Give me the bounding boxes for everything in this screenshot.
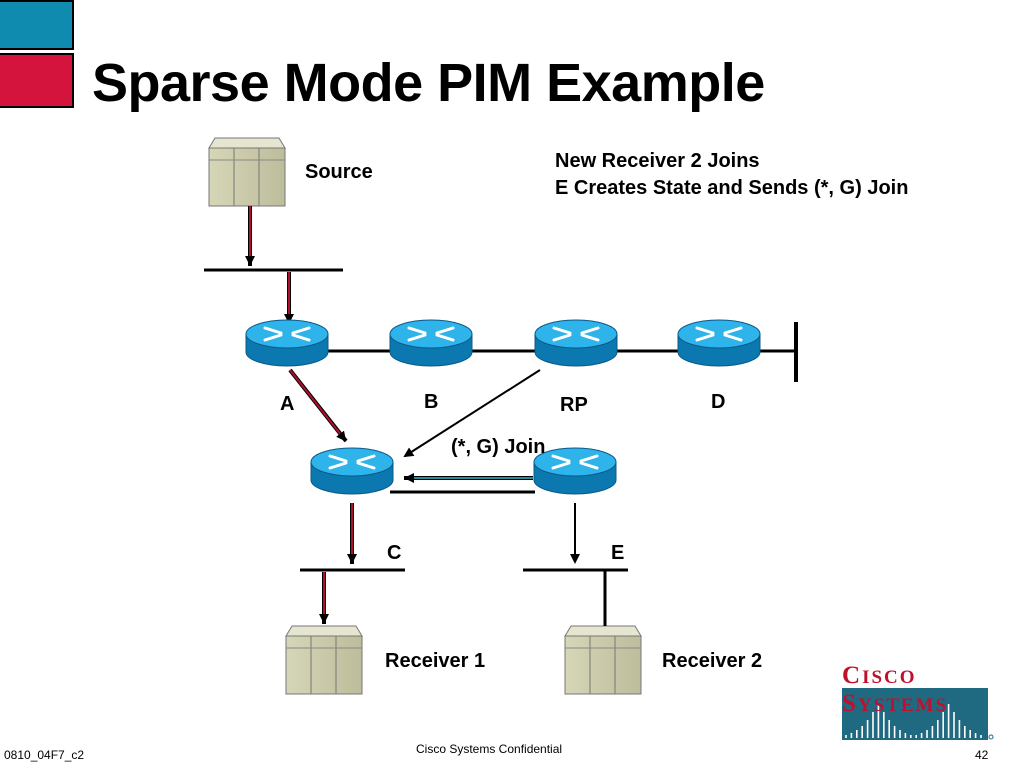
router-b-label: B: [424, 391, 439, 413]
receiver1-label: Receiver 1: [385, 650, 486, 672]
multicast-flow-arrows: [245, 206, 357, 624]
note-line2: E Creates State and Sends (*, G) Join: [555, 177, 909, 199]
receiver1-server-icon: [285, 625, 363, 695]
footer-code: 0810_04F7_c2: [4, 748, 85, 762]
router-a-label: A: [280, 393, 295, 415]
footer-page-number: 42: [975, 748, 989, 762]
router-c-icon: [310, 447, 394, 495]
rp-to-c-arrow: [403, 369, 541, 458]
receiver2-server-icon: [564, 625, 642, 695]
slide-title: Sparse Mode PIM Example: [92, 53, 765, 113]
router-d-label: D: [711, 391, 726, 413]
accent-red-square: [0, 53, 74, 108]
join-label: (*, G) Join: [451, 436, 546, 458]
router-e-icon: [533, 447, 617, 495]
cisco-logo-text: CISCO SYSTEMS: [842, 662, 949, 717]
router-d-icon: [677, 319, 761, 367]
router-c-label: C: [387, 542, 402, 564]
source-label: Source: [305, 161, 373, 183]
cisco-bridge-logo-icon: [842, 688, 994, 740]
accent-blue-square: [0, 0, 74, 50]
router-e-label: E: [611, 542, 625, 564]
router-a-icon: [245, 319, 329, 367]
source-server-icon: [208, 137, 286, 207]
note-text: New Receiver 2 Joins E Creates State and…: [555, 148, 908, 202]
note-line1: New Receiver 2 Joins: [555, 150, 760, 172]
footer-confidential: Cisco Systems Confidential: [416, 742, 563, 756]
router-b-icon: [389, 319, 473, 367]
router-rp-label: RP: [560, 394, 588, 416]
router-rp-icon: [534, 319, 618, 367]
receiver2-label: Receiver 2: [662, 650, 763, 672]
